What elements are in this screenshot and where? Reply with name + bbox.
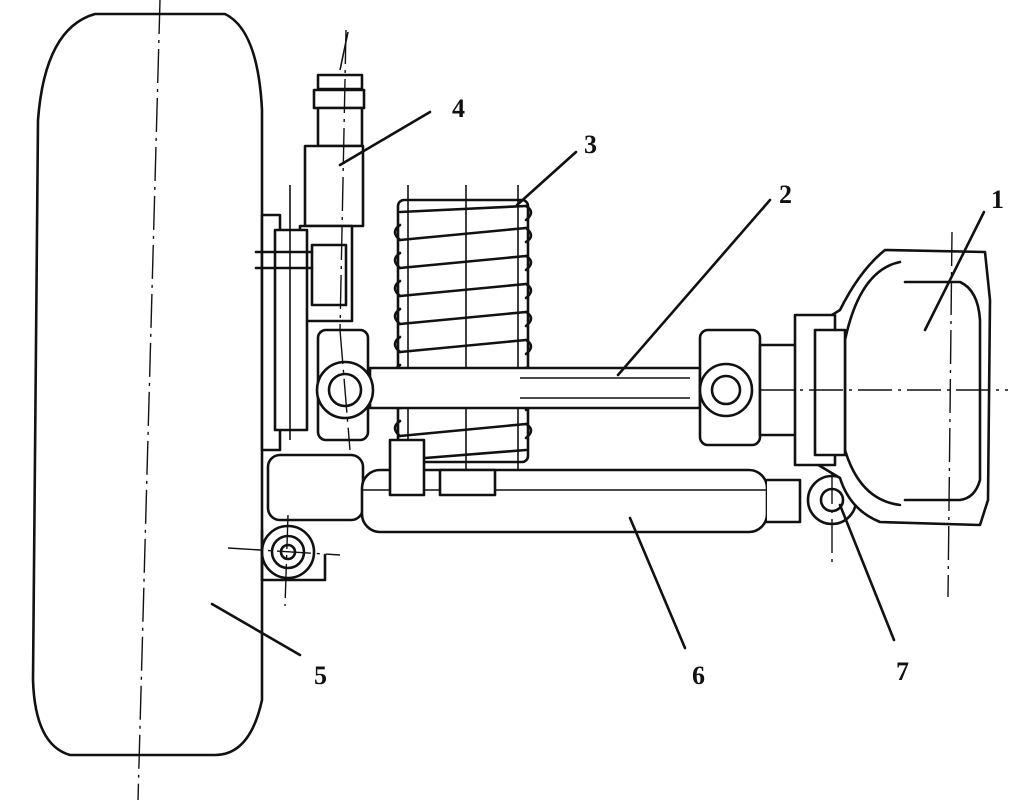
- lower-arm: [360, 438, 858, 565]
- wheel: [31, 0, 264, 801]
- part-labels: 1 2 3 4 5 6 7: [314, 94, 1004, 690]
- label-lower-arm: 6: [692, 661, 705, 690]
- leader-lines: [210, 110, 986, 657]
- label-axle-housing: 1: [991, 185, 1004, 214]
- label-wheel: 5: [314, 661, 327, 690]
- label-coil-spring: 3: [584, 130, 597, 159]
- label-half-shaft: 2: [779, 180, 792, 209]
- axle-housing: [760, 231, 1008, 598]
- shock-absorber: [298, 29, 366, 331]
- label-shock-absorber: 4: [452, 94, 465, 123]
- label-pivot-joint: 7: [896, 657, 909, 686]
- half-shaft: [315, 328, 802, 451]
- knuckle: [227, 185, 365, 607]
